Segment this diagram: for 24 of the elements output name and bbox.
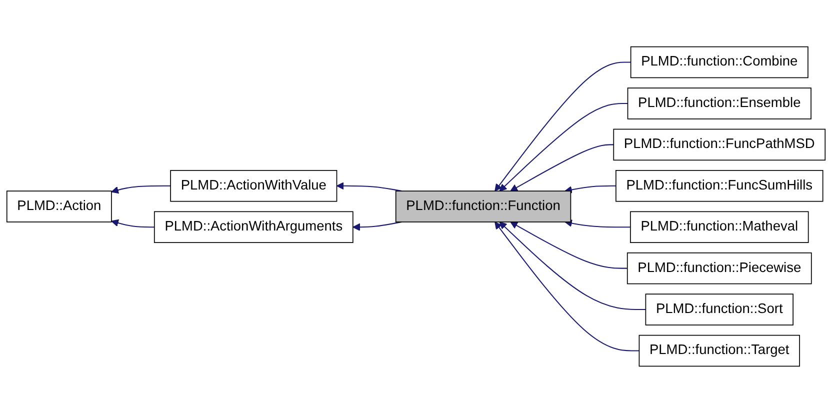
node-box: PLMD::function::Sort [645,294,794,326]
node-box: PLMD::function::Ensemble [627,88,812,120]
node-box: PLMD::function::FuncSumHills [616,170,824,202]
node-box: PLMD::function::FuncPathMSD [613,128,826,161]
arrow [510,144,614,192]
arrow [494,222,640,352]
arrow [510,222,628,269]
node-box: PLMD::function::Target [638,334,800,367]
arrow [111,185,171,194]
node-box: PLMD::ActionWithArguments [154,211,354,243]
node-box: PLMD::Action [6,190,112,222]
node-box: PLMD::function::Matheval [630,211,809,243]
arrow [494,62,631,192]
arrow [111,219,154,228]
arrow [336,182,402,192]
arrow [499,222,646,310]
arrow [564,220,630,228]
arrow [499,102,628,192]
arrow [564,185,616,194]
node-box: PLMD::ActionWithValue [170,170,338,202]
node-box: PLMD::function::Function [395,190,572,222]
node-box: PLMD::function::Combine [630,46,808,78]
node-box: PLMD::function::Piecewise [626,252,812,284]
arrow [352,221,402,231]
